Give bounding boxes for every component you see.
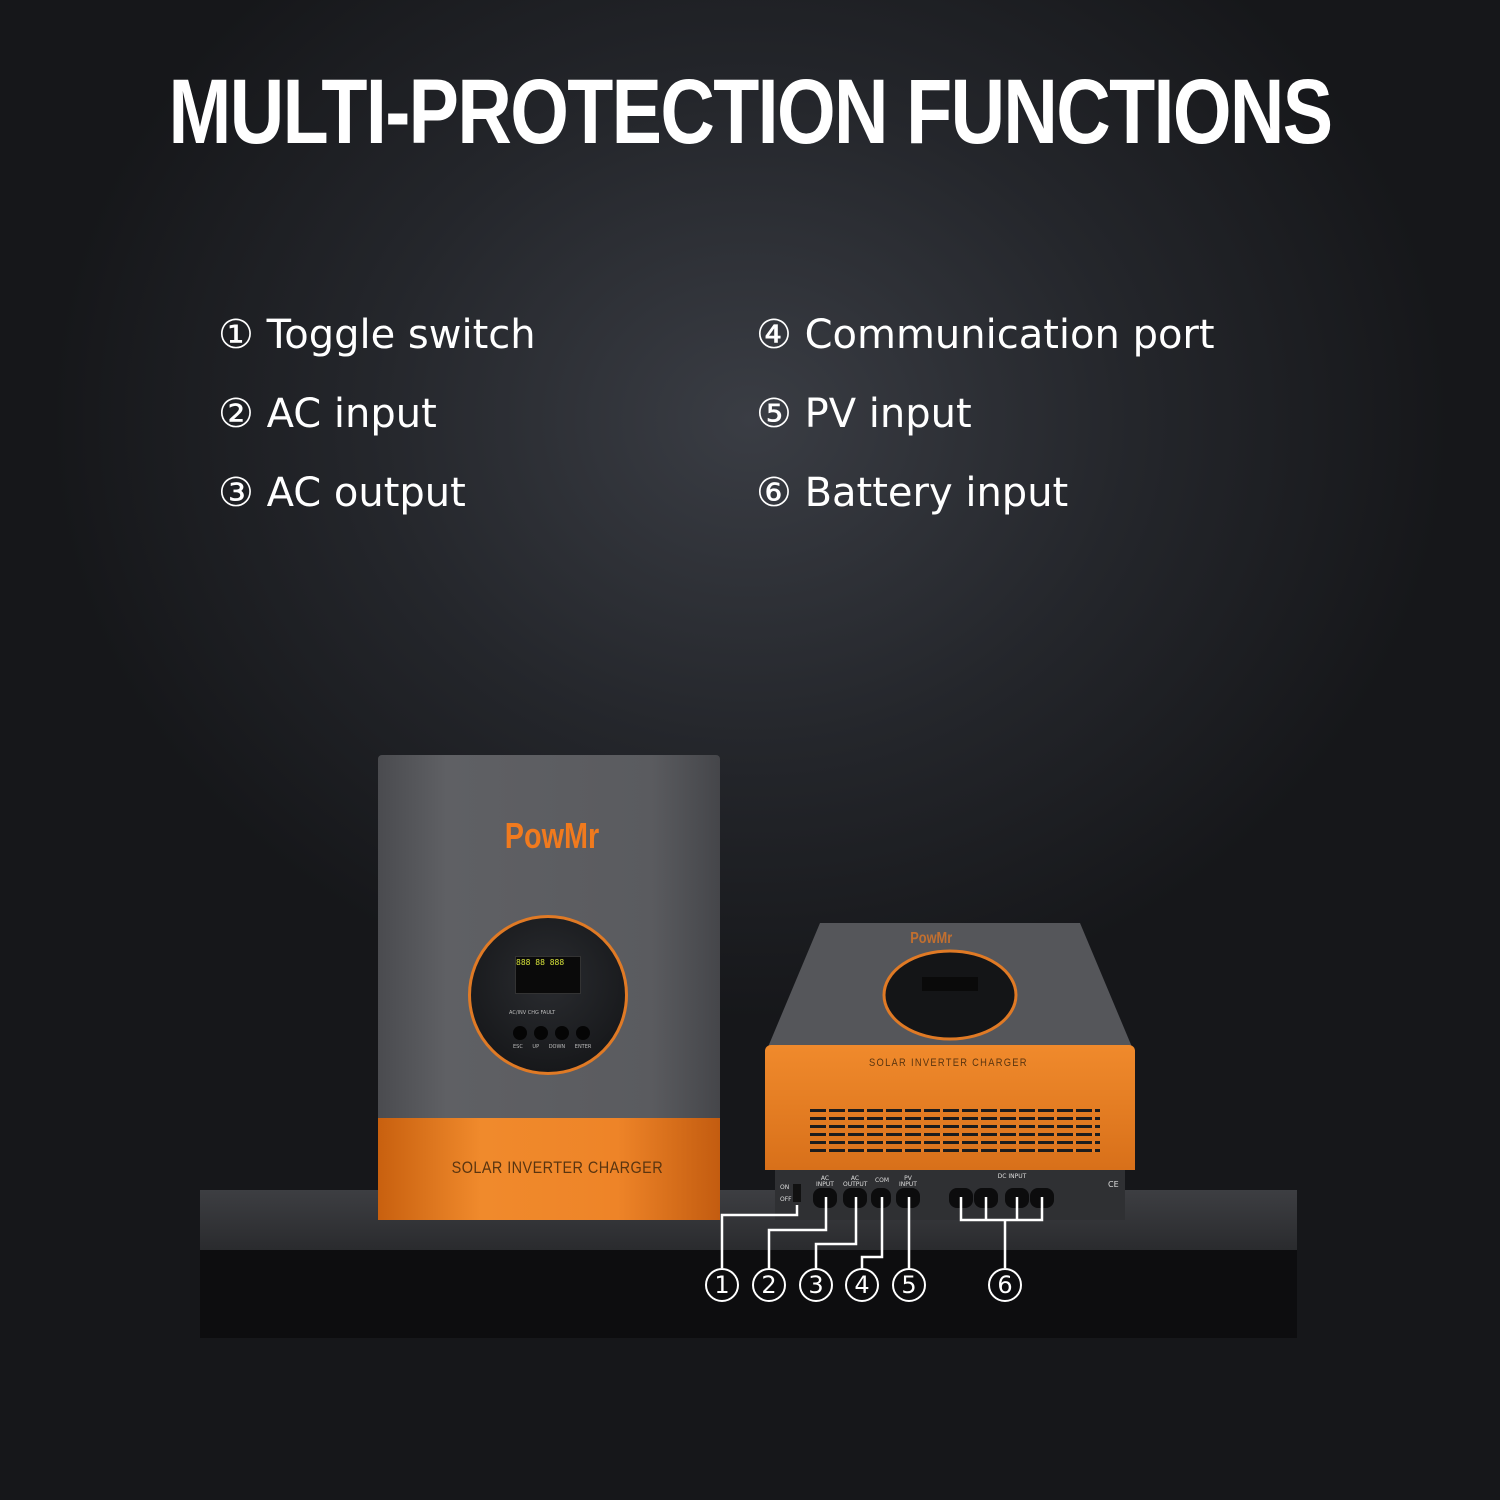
band-label: SOLAR INVERTER CHARGER bbox=[451, 1158, 664, 1177]
vent bbox=[810, 1141, 1100, 1144]
switch-off-label: OFF bbox=[780, 1196, 792, 1203]
page-title: MULTI-PROTECTION FUNCTIONS bbox=[168, 61, 1334, 163]
ac-input-label: AC INPUT bbox=[816, 1175, 834, 1188]
pedestal-top bbox=[200, 1190, 1297, 1250]
ac-output-port[interactable] bbox=[843, 1188, 867, 1208]
callout-4: 4 bbox=[845, 1268, 879, 1302]
feature-ac-output: ③ AC output bbox=[218, 470, 466, 516]
vent bbox=[810, 1117, 1100, 1120]
vent bbox=[810, 1149, 1100, 1152]
vent bbox=[810, 1125, 1100, 1128]
callout-2: 2 bbox=[752, 1268, 786, 1302]
battery-negative-port[interactable] bbox=[949, 1188, 973, 1208]
button-labels: ESC UP DOWN ENTER bbox=[513, 1044, 592, 1050]
switch-on-label: ON bbox=[780, 1184, 790, 1191]
port-panel: ON OFF AC INPUT AC OUTPUT COM PV INPUT D… bbox=[775, 1170, 1125, 1220]
down-button[interactable] bbox=[555, 1026, 569, 1040]
orange-housing: SOLAR INVERTER CHARGER bbox=[765, 1045, 1135, 1170]
feature-battery-input: ⑥ Battery input bbox=[756, 470, 1069, 516]
feature-communication-port: ④ Communication port bbox=[756, 312, 1215, 358]
callout-6: 6 bbox=[988, 1268, 1022, 1302]
top-lcd bbox=[922, 977, 978, 991]
inverter-top-view bbox=[768, 923, 1132, 1047]
housing-label: SOLAR INVERTER CHARGER bbox=[869, 1057, 1028, 1069]
callout-1: 1 bbox=[705, 1268, 739, 1302]
display-panel: 888 88 888 AC/INV CHG FAULT ESC UP DOWN … bbox=[468, 915, 628, 1075]
vent bbox=[810, 1133, 1100, 1136]
lcd-screen: 888 88 888 bbox=[515, 956, 581, 994]
feature-ac-input: ② AC input bbox=[218, 391, 437, 437]
feature-pv-input: ⑤ PV input bbox=[756, 391, 972, 437]
ce-mark: CE bbox=[1108, 1180, 1119, 1189]
toggle-switch[interactable] bbox=[793, 1184, 801, 1202]
pv-input-port[interactable] bbox=[896, 1188, 920, 1208]
callout-3: 3 bbox=[799, 1268, 833, 1302]
pv-input-label: PV INPUT bbox=[899, 1175, 917, 1188]
callout-5: 5 bbox=[892, 1268, 926, 1302]
battery-negative-port[interactable] bbox=[974, 1188, 998, 1208]
esc-button[interactable] bbox=[513, 1026, 527, 1040]
feature-toggle-switch: ① Toggle switch bbox=[218, 312, 536, 358]
battery-positive-port[interactable] bbox=[1030, 1188, 1054, 1208]
orange-band: SOLAR INVERTER CHARGER bbox=[378, 1118, 720, 1220]
status-indicators: AC/INV CHG FAULT bbox=[509, 1010, 556, 1016]
com-label: COM bbox=[874, 1177, 890, 1184]
vent bbox=[810, 1109, 1100, 1112]
pedestal-front bbox=[200, 1250, 1297, 1338]
top-display bbox=[882, 949, 1018, 1041]
brand-logo: PowMr bbox=[504, 815, 600, 856]
up-button[interactable] bbox=[534, 1026, 548, 1040]
ac-input-port[interactable] bbox=[813, 1188, 837, 1208]
battery-positive-port[interactable] bbox=[1005, 1188, 1029, 1208]
com-port[interactable] bbox=[871, 1188, 891, 1208]
dc-input-label: DC INPUT bbox=[997, 1173, 1027, 1180]
ac-output-label: AC OUTPUT bbox=[843, 1175, 868, 1188]
enter-button[interactable] bbox=[576, 1026, 590, 1040]
brand-logo-top: PowMr bbox=[910, 930, 953, 947]
inverter-front-view: PowMr 888 88 888 AC/INV CHG FAULT ESC UP… bbox=[378, 755, 720, 1220]
